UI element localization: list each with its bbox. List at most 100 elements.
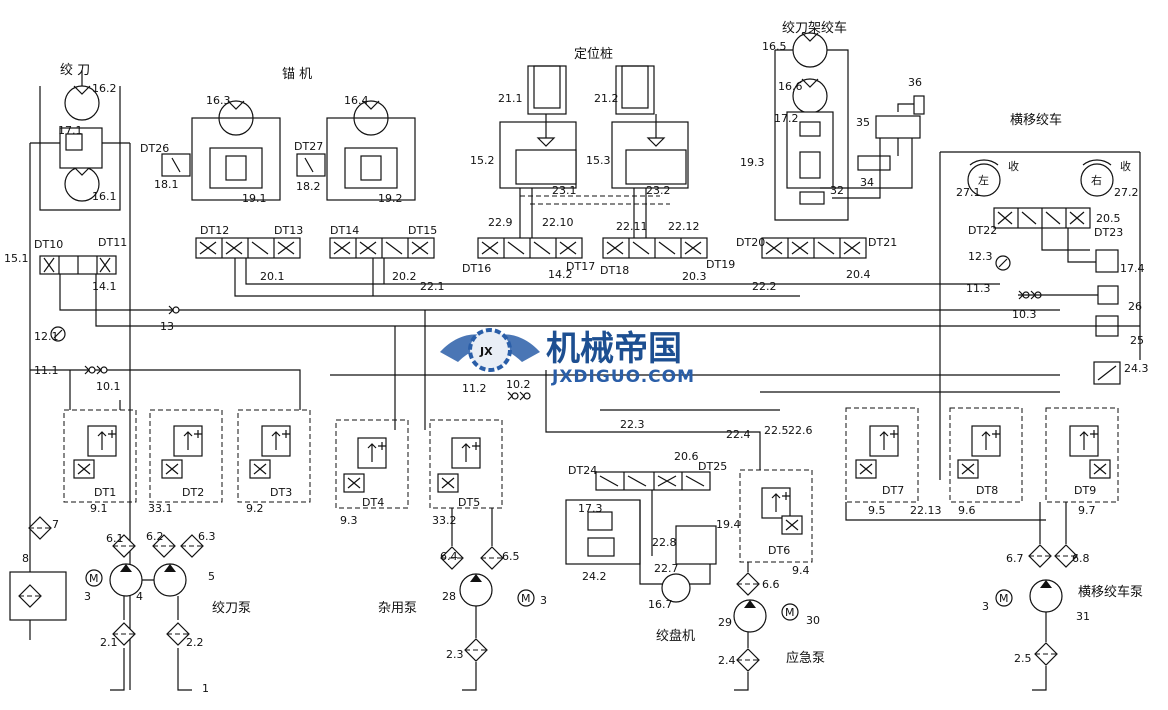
jiaodaojia-section <box>774 32 925 221</box>
title-jiaodaobeng: 绞刀泵 <box>212 600 251 616</box>
dingwei-section <box>499 65 689 238</box>
label-DT13: DT13 <box>274 224 303 237</box>
label-6-3: 6.3 <box>198 530 216 543</box>
label-21-2: 21.2 <box>594 92 619 105</box>
label-22-3: 22.3 <box>620 418 645 431</box>
label-11-3: 11.3 <box>966 282 991 295</box>
label-18-1: 18.1 <box>154 178 179 191</box>
label-15-2: 15.2 <box>470 154 495 167</box>
title-zayongbeng: 杂用泵 <box>378 601 417 616</box>
title-hengyi: 横移绞车 <box>1010 112 1062 128</box>
label-DT19: DT19 <box>706 258 735 271</box>
label-20-3: 20.3 <box>682 270 707 283</box>
watermark-cn: 机械帝国 <box>546 329 682 369</box>
label-34: 34 <box>860 176 874 189</box>
label-17-3: 17.3 <box>578 502 603 515</box>
title-jiaodaojia: 绞刀架绞车 <box>782 20 847 36</box>
label-10-3: 10.3 <box>1012 308 1037 321</box>
label-20-1: 20.1 <box>260 270 285 283</box>
label-14-1: 14.1 <box>92 280 117 293</box>
label-13: 13 <box>160 320 174 333</box>
label-DT11: DT11 <box>98 236 127 249</box>
label-M3: M <box>785 606 795 619</box>
label-32: 32 <box>830 184 844 197</box>
label-21-1: 21.1 <box>498 92 523 105</box>
label-18-2: 18.2 <box>296 180 321 193</box>
label-5: 5 <box>208 570 215 583</box>
label-20-6: 20.6 <box>674 450 699 463</box>
label-22-13: 22.13 <box>910 504 942 517</box>
label-DT9: DT9 <box>1074 484 1096 497</box>
label-22-11: 22.11 <box>616 220 648 233</box>
label-DT26: DT26 <box>140 142 169 155</box>
label-3c: 3 <box>982 600 989 613</box>
label-22-1: 22.1 <box>420 280 445 293</box>
manifold-lines <box>30 258 1140 470</box>
label-16-5: 16.5 <box>762 40 787 53</box>
label-6-6: 6.6 <box>762 578 780 591</box>
title-hengyibeng: 横移绞车泵 <box>1078 584 1143 600</box>
label-22-9: 22.9 <box>488 216 513 229</box>
label-36: 36 <box>908 76 922 89</box>
label-22-2: 22.2 <box>752 280 777 293</box>
label-24-3: 24.3 <box>1124 362 1149 375</box>
label-6-8: 6.8 <box>1072 552 1090 565</box>
label-DT23: DT23 <box>1094 226 1123 239</box>
label-10-1: 10.1 <box>96 380 121 393</box>
label-DT18: DT18 <box>600 264 629 277</box>
label-DT27: DT27 <box>294 140 323 153</box>
title-yingjibeng: 应急泵 <box>786 650 825 666</box>
valve-row-top <box>39 207 1091 275</box>
watermark-badge: JX <box>479 345 493 358</box>
label-6-4: 6.4 <box>440 550 458 563</box>
maoji-section <box>161 100 416 201</box>
label-6-2: 6.2 <box>146 530 164 543</box>
label-15-1: 15.1 <box>4 252 29 265</box>
label-DT12: DT12 <box>200 224 229 237</box>
label-20-4: 20.4 <box>846 268 871 281</box>
label-16-2: 16.2 <box>92 82 117 95</box>
label-23-1: 23.1 <box>552 184 577 197</box>
label-17-2: 17.2 <box>774 112 799 125</box>
label-9-7: 9.7 <box>1078 504 1096 517</box>
label-22-8: 22.8 <box>652 536 677 549</box>
label-30: 30 <box>806 614 820 627</box>
label-8: 8 <box>22 552 29 565</box>
label-DT2: DT2 <box>182 486 204 499</box>
label-2-5: 2.5 <box>1014 652 1032 665</box>
label-16-1: 16.1 <box>92 190 117 203</box>
label-DT21: DT21 <box>868 236 897 249</box>
label-16-7: 16.7 <box>648 598 673 611</box>
watermark: JX 机械帝国 JXDIGUO.COM <box>440 328 694 387</box>
label-DT8: DT8 <box>976 484 998 497</box>
label-22-12: 22.12 <box>668 220 700 233</box>
label-28: 28 <box>442 590 456 603</box>
label-DT22: DT22 <box>968 224 997 237</box>
label-6-1: 6.1 <box>106 532 124 545</box>
label-20-2: 20.2 <box>392 270 417 283</box>
label-DT15: DT15 <box>408 224 437 237</box>
label-27-1: 27.1 <box>956 186 981 199</box>
label-M4: M <box>999 592 1009 605</box>
label-20-5: 20.5 <box>1096 212 1121 225</box>
label-DT14: DT14 <box>330 224 359 237</box>
label-26: 26 <box>1128 300 1142 313</box>
title-jiaopanji: 绞盘机 <box>656 628 695 644</box>
winch-shou-1: 收 <box>1008 159 1019 173</box>
label-22-6: 22.6 <box>788 424 813 437</box>
label-22-7: 22.7 <box>654 562 679 575</box>
label-DT5: DT5 <box>458 496 480 509</box>
label-9-3: 9.3 <box>340 514 358 527</box>
label-2-4: 2.4 <box>718 654 736 667</box>
label-17-1: 17.1 <box>58 124 83 137</box>
label-7: 7 <box>52 518 59 531</box>
label-16-6: 16.6 <box>778 80 803 93</box>
label-DT24: DT24 <box>568 464 597 477</box>
label-22-10: 22.10 <box>542 216 574 229</box>
label-1: 1 <box>202 682 209 695</box>
label-4: 4 <box>136 590 143 603</box>
pump-row <box>9 502 1078 691</box>
